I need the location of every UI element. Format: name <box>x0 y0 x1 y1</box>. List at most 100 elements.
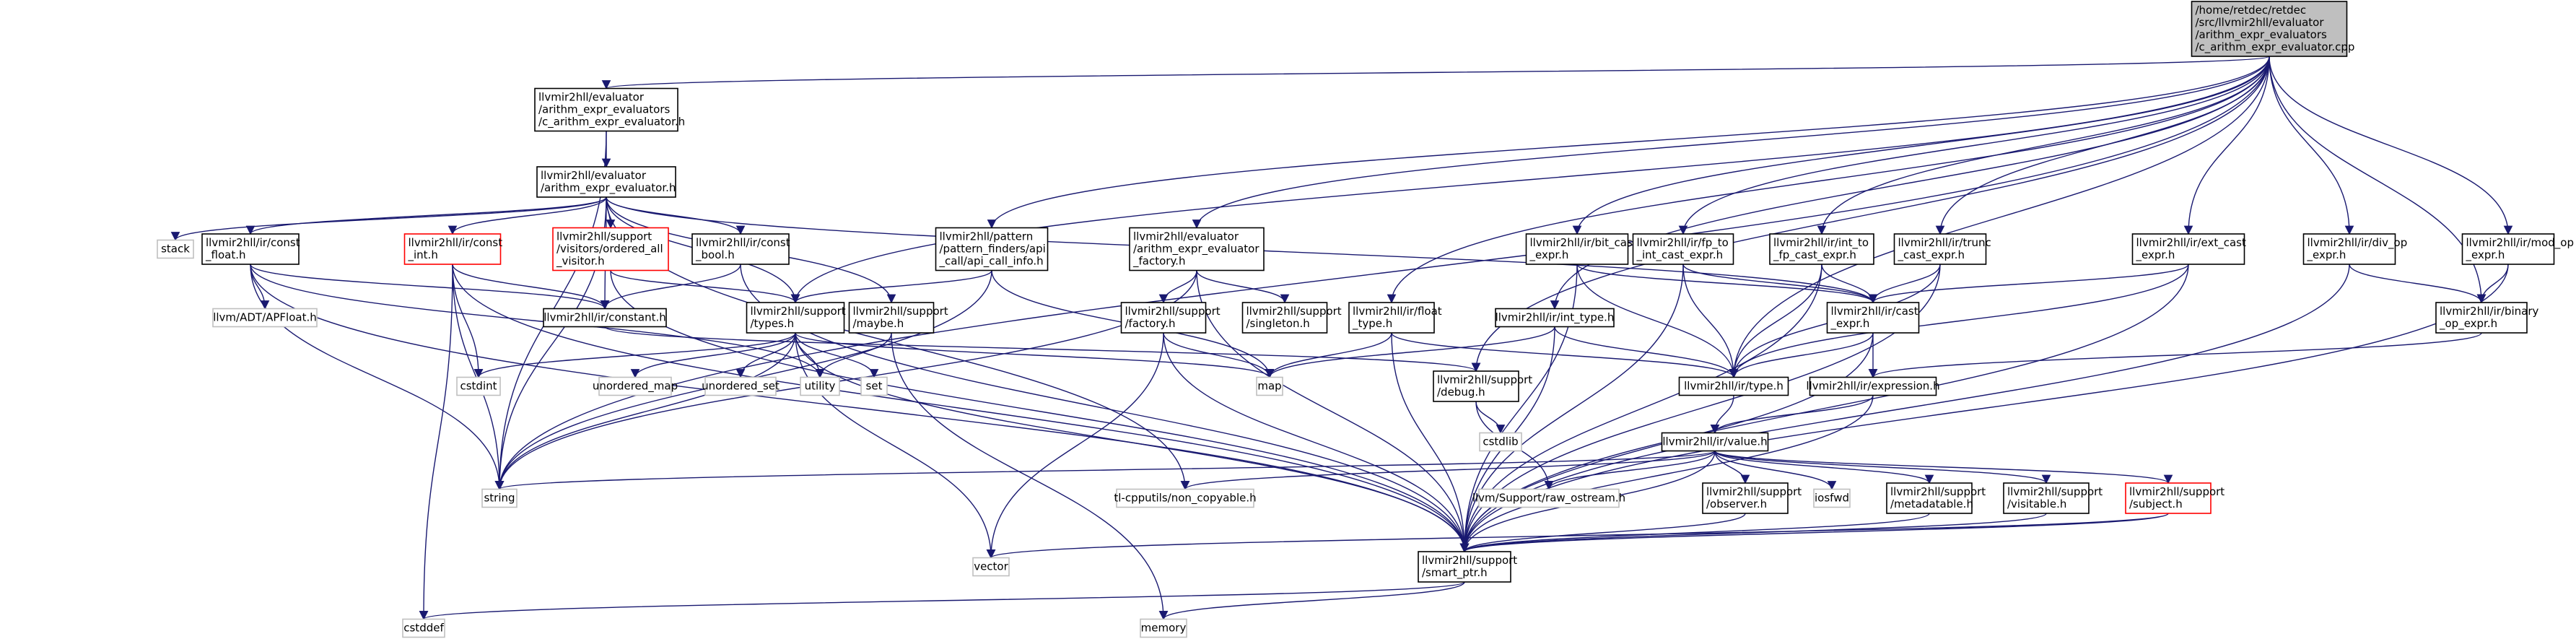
node-label-subject-line-1: /subject.h <box>2129 497 2183 510</box>
node-box-rawos <box>1478 488 1620 508</box>
node-label-ordvis-line-0: llvmir2hll/support <box>556 230 652 243</box>
node-visitable[interactable]: llvmir2hll/support/visitable.h <box>2003 482 2103 514</box>
node-label-bitcast-line-1: _expr.h <box>1529 248 1569 262</box>
node-label-extcast-line-0: llvmir2hll/ir/ext_cast <box>2136 236 2246 250</box>
edge-constfloat-to-constant <box>250 264 610 310</box>
edge-expression-to-value <box>1710 395 1874 434</box>
node-box-maybe <box>848 302 935 334</box>
edge-floattype-to-type <box>1391 332 1739 378</box>
edge-root-to-string <box>494 56 2270 490</box>
node-box-root <box>2191 1 2348 57</box>
node-label-apfloat-line-0: llvm/ADT/APFloat.h <box>213 311 317 324</box>
node-root[interactable]: /home/retdec/retdec/src/llvmir2hll/evalu… <box>2191 1 2355 57</box>
node-expression[interactable]: llvmir2hll/ir/expression.h <box>1806 376 1940 396</box>
edge-maybe-to-memory <box>891 332 1169 620</box>
node-label-constbool-line-1: _bool.h <box>695 248 735 262</box>
node-label-factory-line-0: llvmir2hll/support <box>1125 305 1221 318</box>
node-label-floattype-line-0: llvmir2hll/ir/float <box>1353 305 1442 318</box>
node-label-uset-line-0: unordered_set <box>702 380 780 394</box>
edge-extcast-to-cast <box>1868 264 2189 304</box>
node-label-constint-line-1: _int.h <box>408 248 438 262</box>
edge-constint-to-cstddef <box>419 264 453 620</box>
node-type[interactable]: llvmir2hll/ir/type.h <box>1678 376 1789 396</box>
node-constint[interactable]: llvmir2hll/ir/const_int.h <box>403 233 503 265</box>
node-constant[interactable]: llvmir2hll/ir/constant.h <box>543 308 667 328</box>
edge-value-to-metadatable <box>1714 451 1934 484</box>
node-cast[interactable]: llvmir2hll/ir/cast_expr.h <box>1826 302 1920 334</box>
node-label-expression-line-0: llvmir2hll/ir/expression.h <box>1806 380 1939 393</box>
edge-types-to-umap <box>630 332 796 378</box>
node-cae[interactable]: llvmir2hll/evaluator/arithm_expr_evaluat… <box>534 87 685 132</box>
node-constfloat[interactable]: llvmir2hll/ir/const_float.h <box>201 233 300 265</box>
node-label-rawos-line-0: llvm/Support/raw_ostream.h <box>1472 492 1625 505</box>
node-umap: unordered_map <box>593 376 678 396</box>
node-aefact[interactable]: llvmir2hll/evaluator/arithm_expr_evaluat… <box>1129 227 1265 271</box>
node-debug[interactable]: llvmir2hll/support/debug.h <box>1433 370 1532 402</box>
node-ordvis[interactable]: llvmir2hll/support/visitors/ordered_all_… <box>552 227 669 271</box>
node-cstddef: cstddef <box>402 618 445 638</box>
node-inttype[interactable]: llvmir2hll/ir/int_type.h <box>1495 308 1615 328</box>
node-box-expression <box>1809 376 1937 396</box>
node-apcall[interactable]: llvmir2hll/pattern/pattern_finders/api_c… <box>935 227 1049 271</box>
edge-root-to-types <box>790 56 2270 304</box>
node-modop[interactable]: llvmir2hll/ir/mod_op_expr.h <box>2461 233 2575 265</box>
node-label-set-line-0: set <box>866 380 883 393</box>
edge-root-to-apcall <box>987 56 2270 229</box>
node-divop[interactable]: llvmir2hll/ir/div_op_expr.h <box>2302 233 2408 265</box>
node-extcast[interactable]: llvmir2hll/ir/ext_cast_expr.h <box>2131 233 2246 265</box>
node-observer[interactable]: llvmir2hll/support/observer.h <box>1702 482 1802 514</box>
node-memory: memory <box>1140 618 1187 638</box>
node-value[interactable]: llvmir2hll/ir/value.h <box>1661 432 1769 452</box>
node-floattype[interactable]: llvmir2hll/ir/float_type.h <box>1348 302 1442 334</box>
node-label-trunc-line-0: llvmir2hll/ir/trunc <box>1898 236 1991 249</box>
node-metadatable[interactable]: llvmir2hll/support/metadatable.h <box>1886 482 1986 514</box>
edge-factory-to-map <box>1163 332 1275 378</box>
edge-root-to-cae <box>602 56 2270 90</box>
node-types[interactable]: llvmir2hll/support/types.h <box>746 302 846 334</box>
node-label-factory-line-1: /factory.h <box>1125 317 1176 330</box>
node-label-aefact-line-2: _factory.h <box>1132 255 1185 269</box>
node-singleton[interactable]: llvmir2hll/support/singleton.h <box>1241 302 1342 334</box>
node-iosfwd: iosfwd <box>1813 488 1851 508</box>
node-label-aefact-line-0: llvmir2hll/evaluator <box>1133 230 1239 243</box>
edge-types-to-cstdint <box>473 332 796 378</box>
edge-root-to-inttofp <box>1817 56 2270 235</box>
node-vector: vector <box>972 557 1010 577</box>
node-subject[interactable]: llvmir2hll/support/subject.h <box>2125 482 2224 514</box>
node-label-map-line-0: map <box>1257 380 1281 393</box>
node-constbool[interactable]: llvmir2hll/ir/const_bool.h <box>691 233 790 265</box>
node-label-visitable-line-1: /visitable.h <box>2007 497 2066 510</box>
node-label-smartptr-line-1: /smart_ptr.h <box>1422 566 1488 580</box>
node-label-root-line-3: /c_arithm_expr_evaluator.cpp <box>2196 40 2355 54</box>
node-label-cae-line-0: llvmir2hll/evaluator <box>538 91 645 104</box>
node-aee[interactable]: llvmir2hll/evaluator/arithm_expr_evaluat… <box>536 166 676 198</box>
node-box-binop <box>2435 302 2528 334</box>
node-bitcast[interactable]: llvmir2hll/ir/bit_cast_expr.h <box>1525 233 1637 265</box>
node-box-constfloat <box>201 233 300 265</box>
edge-divop-to-binop <box>2349 264 2487 304</box>
node-map: map <box>1256 376 1283 396</box>
node-box-cstdint <box>456 376 501 396</box>
node-binop[interactable]: llvmir2hll/ir/binary_op_expr.h <box>2435 302 2539 334</box>
node-trunc[interactable]: llvmir2hll/ir/trunc_cast_expr.h <box>1893 233 1991 265</box>
node-rawos: llvm/Support/raw_ostream.h <box>1472 488 1625 508</box>
edge-value-to-observer <box>1714 451 1750 484</box>
node-label-vector-line-0: vector <box>974 560 1008 573</box>
node-box-fptoint <box>1632 233 1734 265</box>
node-box-inttofp <box>1769 233 1874 265</box>
node-factory[interactable]: llvmir2hll/support/factory.h <box>1120 302 1221 334</box>
node-smartptr[interactable]: llvmir2hll/support/smart_ptr.h <box>1418 551 1517 583</box>
edge-root-to-divop <box>2269 56 2354 235</box>
node-label-stack-line-0: stack <box>161 243 190 256</box>
node-maybe[interactable]: llvmir2hll/support/maybe.h <box>848 302 948 334</box>
edge-cast-to-type <box>1729 332 1874 378</box>
node-label-divop-line-0: llvmir2hll/ir/div_op <box>2308 236 2408 250</box>
node-box-smartptr <box>1418 551 1511 583</box>
node-box-bitcast <box>1525 233 1629 265</box>
node-inttofp[interactable]: llvmir2hll/ir/int_to_fp_cast_expr.h <box>1769 233 1874 265</box>
edge-modop-to-binop <box>2476 264 2509 304</box>
node-stack: stack <box>157 239 194 259</box>
node-label-inttype-line-0: llvmir2hll/ir/int_type.h <box>1496 311 1615 325</box>
node-fptoint[interactable]: llvmir2hll/ir/fp_to_int_cast_expr.h <box>1632 233 1734 265</box>
